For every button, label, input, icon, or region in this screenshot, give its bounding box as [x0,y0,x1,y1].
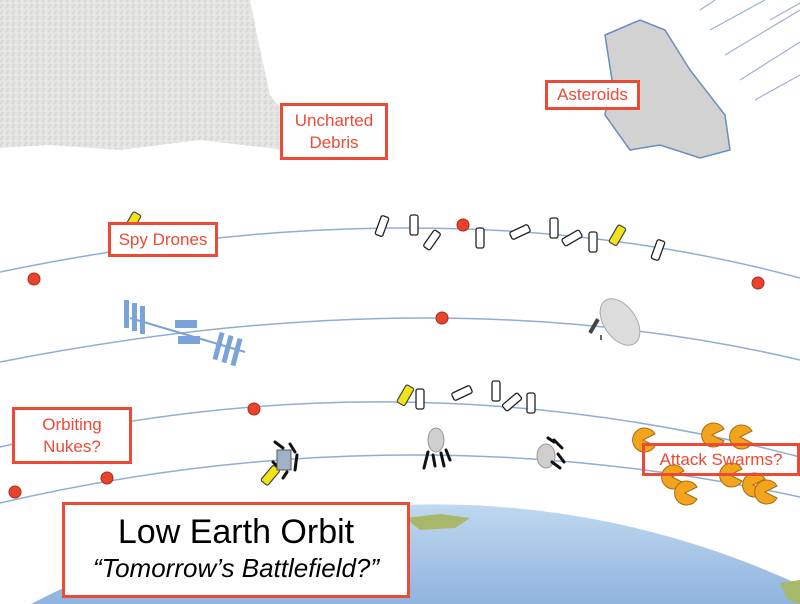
title-box: Low Earth Orbit “Tomorrow’s Battlefield?… [62,502,410,598]
label-line: Nukes? [43,436,101,456]
label-text: Spy Drones [118,229,208,249]
label-orbiting-nukes: Orbiting Nukes? [12,407,132,464]
label-line: Uncharted [294,111,374,131]
label-uncharted-debris: Uncharted Debris [280,103,388,160]
page-subtitle: “Tomorrow’s Battlefield?” [92,553,380,584]
label-asteroids: Asteroids [545,80,640,110]
debris-canisters [374,214,666,414]
space-station-icon [124,300,246,367]
label-text: Attack Swarms? [659,449,783,469]
label-line: Debris [309,132,359,152]
debris-cloud [0,0,290,150]
orbital-dots [8,218,765,499]
page-title: Low Earth Orbit [117,513,355,551]
asteroid-icon [604,0,800,159]
killer-satellite-icons [271,427,566,480]
orbit-2 [0,317,800,363]
label-attack-swarms: Attack Swarms? [642,443,800,476]
label-text: Asteroids [557,85,628,105]
dish-satellite-icon [588,298,641,346]
label-spy-drones: Spy Drones [108,222,218,257]
label-line: Orbiting [42,415,102,435]
attack-swarm-icons [632,422,778,506]
